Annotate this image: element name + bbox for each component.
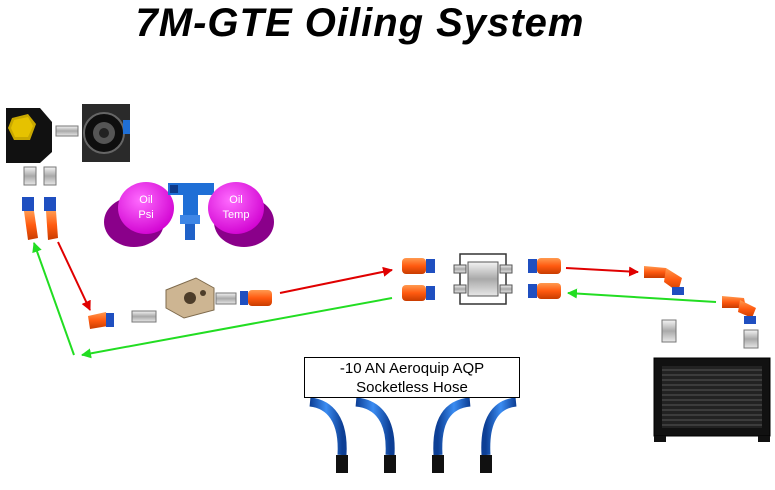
tee-fitting [168, 183, 214, 240]
return-arrow-3 [34, 243, 74, 355]
hose-label-line2: Socketless Hose [305, 378, 519, 397]
hose-end-45-left-1 [22, 197, 38, 240]
aqp-hose-4 [480, 402, 516, 473]
hose-end-90-right-upper [644, 266, 684, 295]
supply-arrow-3 [566, 268, 638, 272]
oil-filter-housing [2, 103, 52, 163]
oil-temperature-label-line1: Oil [229, 194, 242, 206]
straight-fitting-left-1 [24, 167, 36, 185]
straight-fitting-left-2 [44, 167, 56, 185]
straight-fitting-cooler-1 [662, 320, 676, 342]
hose-end-90-right-lower [722, 296, 756, 324]
hose-end-90-lower-left [88, 312, 114, 329]
straight-fitting-cooler-2 [744, 330, 758, 348]
aqp-hose-3 [432, 402, 470, 473]
return-arrow-1 [568, 293, 716, 302]
hose-end-center-left-top [402, 258, 435, 274]
hose-end-center-right-top [528, 258, 561, 274]
hose-end-straight-bracket [240, 290, 272, 306]
oil-temperature-label-line2: Temp [223, 209, 250, 221]
hose-label-line1: -10 AN Aeroquip AQP [305, 359, 519, 378]
oil-pressure-label-line2: Psi [138, 209, 153, 221]
return-arrow-2 [82, 298, 392, 355]
remote-mount-bracket [166, 278, 214, 318]
hose-end-center-left-bottom [402, 285, 435, 301]
supply-arrow-1 [58, 242, 90, 310]
straight-fitting-lower-left [132, 311, 156, 322]
aqp-hose-1 [310, 402, 348, 473]
steel-fitting-top [56, 126, 78, 136]
hose-end-center-right-bottom [528, 283, 561, 299]
supply-arrow-2 [280, 270, 392, 293]
hose-type-label: -10 AN Aeroquip AQP Socketless Hose [304, 357, 520, 398]
sandwich-adapter-plate [82, 104, 130, 162]
aqp-hose-2 [356, 402, 396, 473]
oil-pressure-label-line1: Oil [139, 194, 152, 206]
straight-fitting-bracket [216, 293, 236, 304]
oil-thermostat-block [454, 254, 512, 304]
oil-cooler [654, 358, 770, 442]
hose-end-45-left-2 [44, 197, 58, 240]
